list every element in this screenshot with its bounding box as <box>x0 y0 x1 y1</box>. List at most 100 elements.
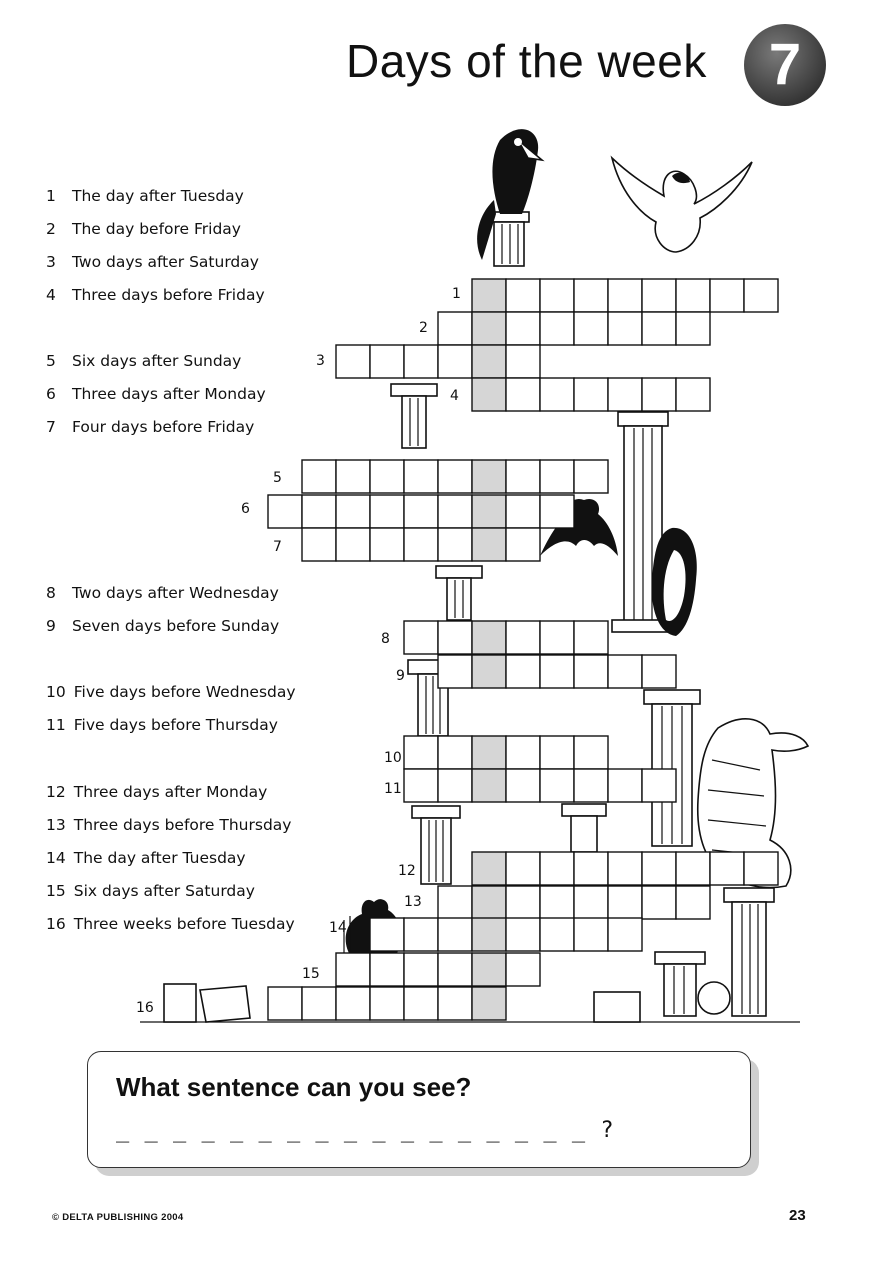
crossword-cell[interactable] <box>607 311 643 346</box>
crossword-cell[interactable] <box>437 620 473 655</box>
crossword-cell[interactable] <box>505 527 541 562</box>
crossword-cell[interactable] <box>675 278 711 313</box>
crossword-cell[interactable] <box>607 377 643 412</box>
crossword-cell[interactable] <box>403 344 439 379</box>
crossword-cell[interactable] <box>607 917 643 952</box>
crossword-cell[interactable] <box>437 768 473 803</box>
crossword-cell[interactable] <box>505 735 541 770</box>
crossword-cell[interactable] <box>573 620 609 655</box>
crossword-cell[interactable] <box>437 459 473 494</box>
crossword-cell[interactable] <box>641 311 677 346</box>
crossword-cell[interactable] <box>437 654 473 689</box>
crossword-cell[interactable] <box>607 851 643 886</box>
crossword-cell[interactable] <box>641 768 677 803</box>
crossword-key-cell[interactable] <box>471 885 507 920</box>
crossword-cell[interactable] <box>505 654 541 689</box>
crossword-key-cell[interactable] <box>471 851 507 886</box>
crossword-cell[interactable] <box>743 851 779 886</box>
crossword-cell[interactable] <box>267 986 303 1021</box>
crossword-cell[interactable] <box>437 344 473 379</box>
crossword-key-cell[interactable] <box>471 459 507 494</box>
crossword-cell[interactable] <box>607 278 643 313</box>
crossword-cell[interactable] <box>675 311 711 346</box>
crossword-cell[interactable] <box>403 735 439 770</box>
crossword-key-cell[interactable] <box>471 377 507 412</box>
crossword-key-cell[interactable] <box>471 527 507 562</box>
crossword-cell[interactable] <box>403 494 439 529</box>
crossword-cell[interactable] <box>539 377 575 412</box>
crossword-cell[interactable] <box>607 654 643 689</box>
crossword-cell[interactable] <box>573 377 609 412</box>
crossword-cell[interactable] <box>709 851 745 886</box>
crossword-cell[interactable] <box>641 377 677 412</box>
crossword-cell[interactable] <box>505 768 541 803</box>
crossword-cell[interactable] <box>335 527 371 562</box>
crossword-cell[interactable] <box>505 459 541 494</box>
crossword-cell[interactable] <box>369 494 405 529</box>
crossword-key-cell[interactable] <box>471 494 507 529</box>
crossword-cell[interactable] <box>301 494 337 529</box>
crossword-cell[interactable] <box>573 459 609 494</box>
crossword-key-cell[interactable] <box>471 952 507 987</box>
crossword-cell[interactable] <box>505 620 541 655</box>
crossword-cell[interactable] <box>505 917 541 952</box>
crossword-cell[interactable] <box>573 917 609 952</box>
crossword-cell[interactable] <box>505 494 541 529</box>
crossword-key-cell[interactable] <box>471 735 507 770</box>
crossword-cell[interactable] <box>573 885 609 920</box>
crossword-cell[interactable] <box>641 654 677 689</box>
crossword-cell[interactable] <box>539 494 575 529</box>
crossword-cell[interactable] <box>505 311 541 346</box>
crossword-cell[interactable] <box>369 527 405 562</box>
crossword-cell[interactable] <box>437 986 473 1021</box>
crossword-cell[interactable] <box>505 952 541 987</box>
crossword-cell[interactable] <box>505 344 541 379</box>
crossword-cell[interactable] <box>369 952 405 987</box>
crossword-cell[interactable] <box>573 278 609 313</box>
crossword-cell[interactable] <box>573 311 609 346</box>
crossword-key-cell[interactable] <box>471 278 507 313</box>
crossword-cell[interactable] <box>335 952 371 987</box>
crossword-cell[interactable] <box>335 459 371 494</box>
crossword-cell[interactable] <box>641 278 677 313</box>
crossword-cell[interactable] <box>403 768 439 803</box>
crossword-cell[interactable] <box>675 377 711 412</box>
crossword-cell[interactable] <box>539 768 575 803</box>
crossword-cell[interactable] <box>607 768 643 803</box>
crossword-cell[interactable] <box>573 735 609 770</box>
crossword-cell[interactable] <box>437 527 473 562</box>
crossword-cell[interactable] <box>675 885 711 920</box>
crossword-cell[interactable] <box>301 527 337 562</box>
crossword-cell[interactable] <box>301 459 337 494</box>
crossword-cell[interactable] <box>573 654 609 689</box>
crossword-cell[interactable] <box>641 885 677 920</box>
crossword-cell[interactable] <box>539 851 575 886</box>
crossword-cell[interactable] <box>539 917 575 952</box>
crossword-cell[interactable] <box>301 986 337 1021</box>
crossword-cell[interactable] <box>539 311 575 346</box>
crossword-cell[interactable] <box>539 735 575 770</box>
crossword-key-cell[interactable] <box>471 986 507 1021</box>
crossword-cell[interactable] <box>437 885 473 920</box>
crossword-cell[interactable] <box>403 952 439 987</box>
answer-blanks[interactable]: _ _ _ _ _ _ _ _ _ _ _ _ _ _ _ _ _ ? <box>116 1118 615 1143</box>
crossword-cell[interactable] <box>539 620 575 655</box>
crossword-cell[interactable] <box>369 917 405 952</box>
crossword-cell[interactable] <box>709 278 745 313</box>
crossword-key-cell[interactable] <box>471 654 507 689</box>
crossword-key-cell[interactable] <box>471 311 507 346</box>
crossword-cell[interactable] <box>403 459 439 494</box>
crossword-cell[interactable] <box>335 344 371 379</box>
crossword-cell[interactable] <box>539 885 575 920</box>
crossword-key-cell[interactable] <box>471 620 507 655</box>
crossword-key-cell[interactable] <box>471 917 507 952</box>
crossword-cell[interactable] <box>267 494 303 529</box>
crossword-cell[interactable] <box>675 851 711 886</box>
crossword-cell[interactable] <box>369 459 405 494</box>
crossword-cell[interactable] <box>369 986 405 1021</box>
crossword-cell[interactable] <box>573 851 609 886</box>
crossword-cell[interactable] <box>505 851 541 886</box>
crossword-cell[interactable] <box>335 986 371 1021</box>
crossword-cell[interactable] <box>437 494 473 529</box>
crossword-cell[interactable] <box>369 344 405 379</box>
